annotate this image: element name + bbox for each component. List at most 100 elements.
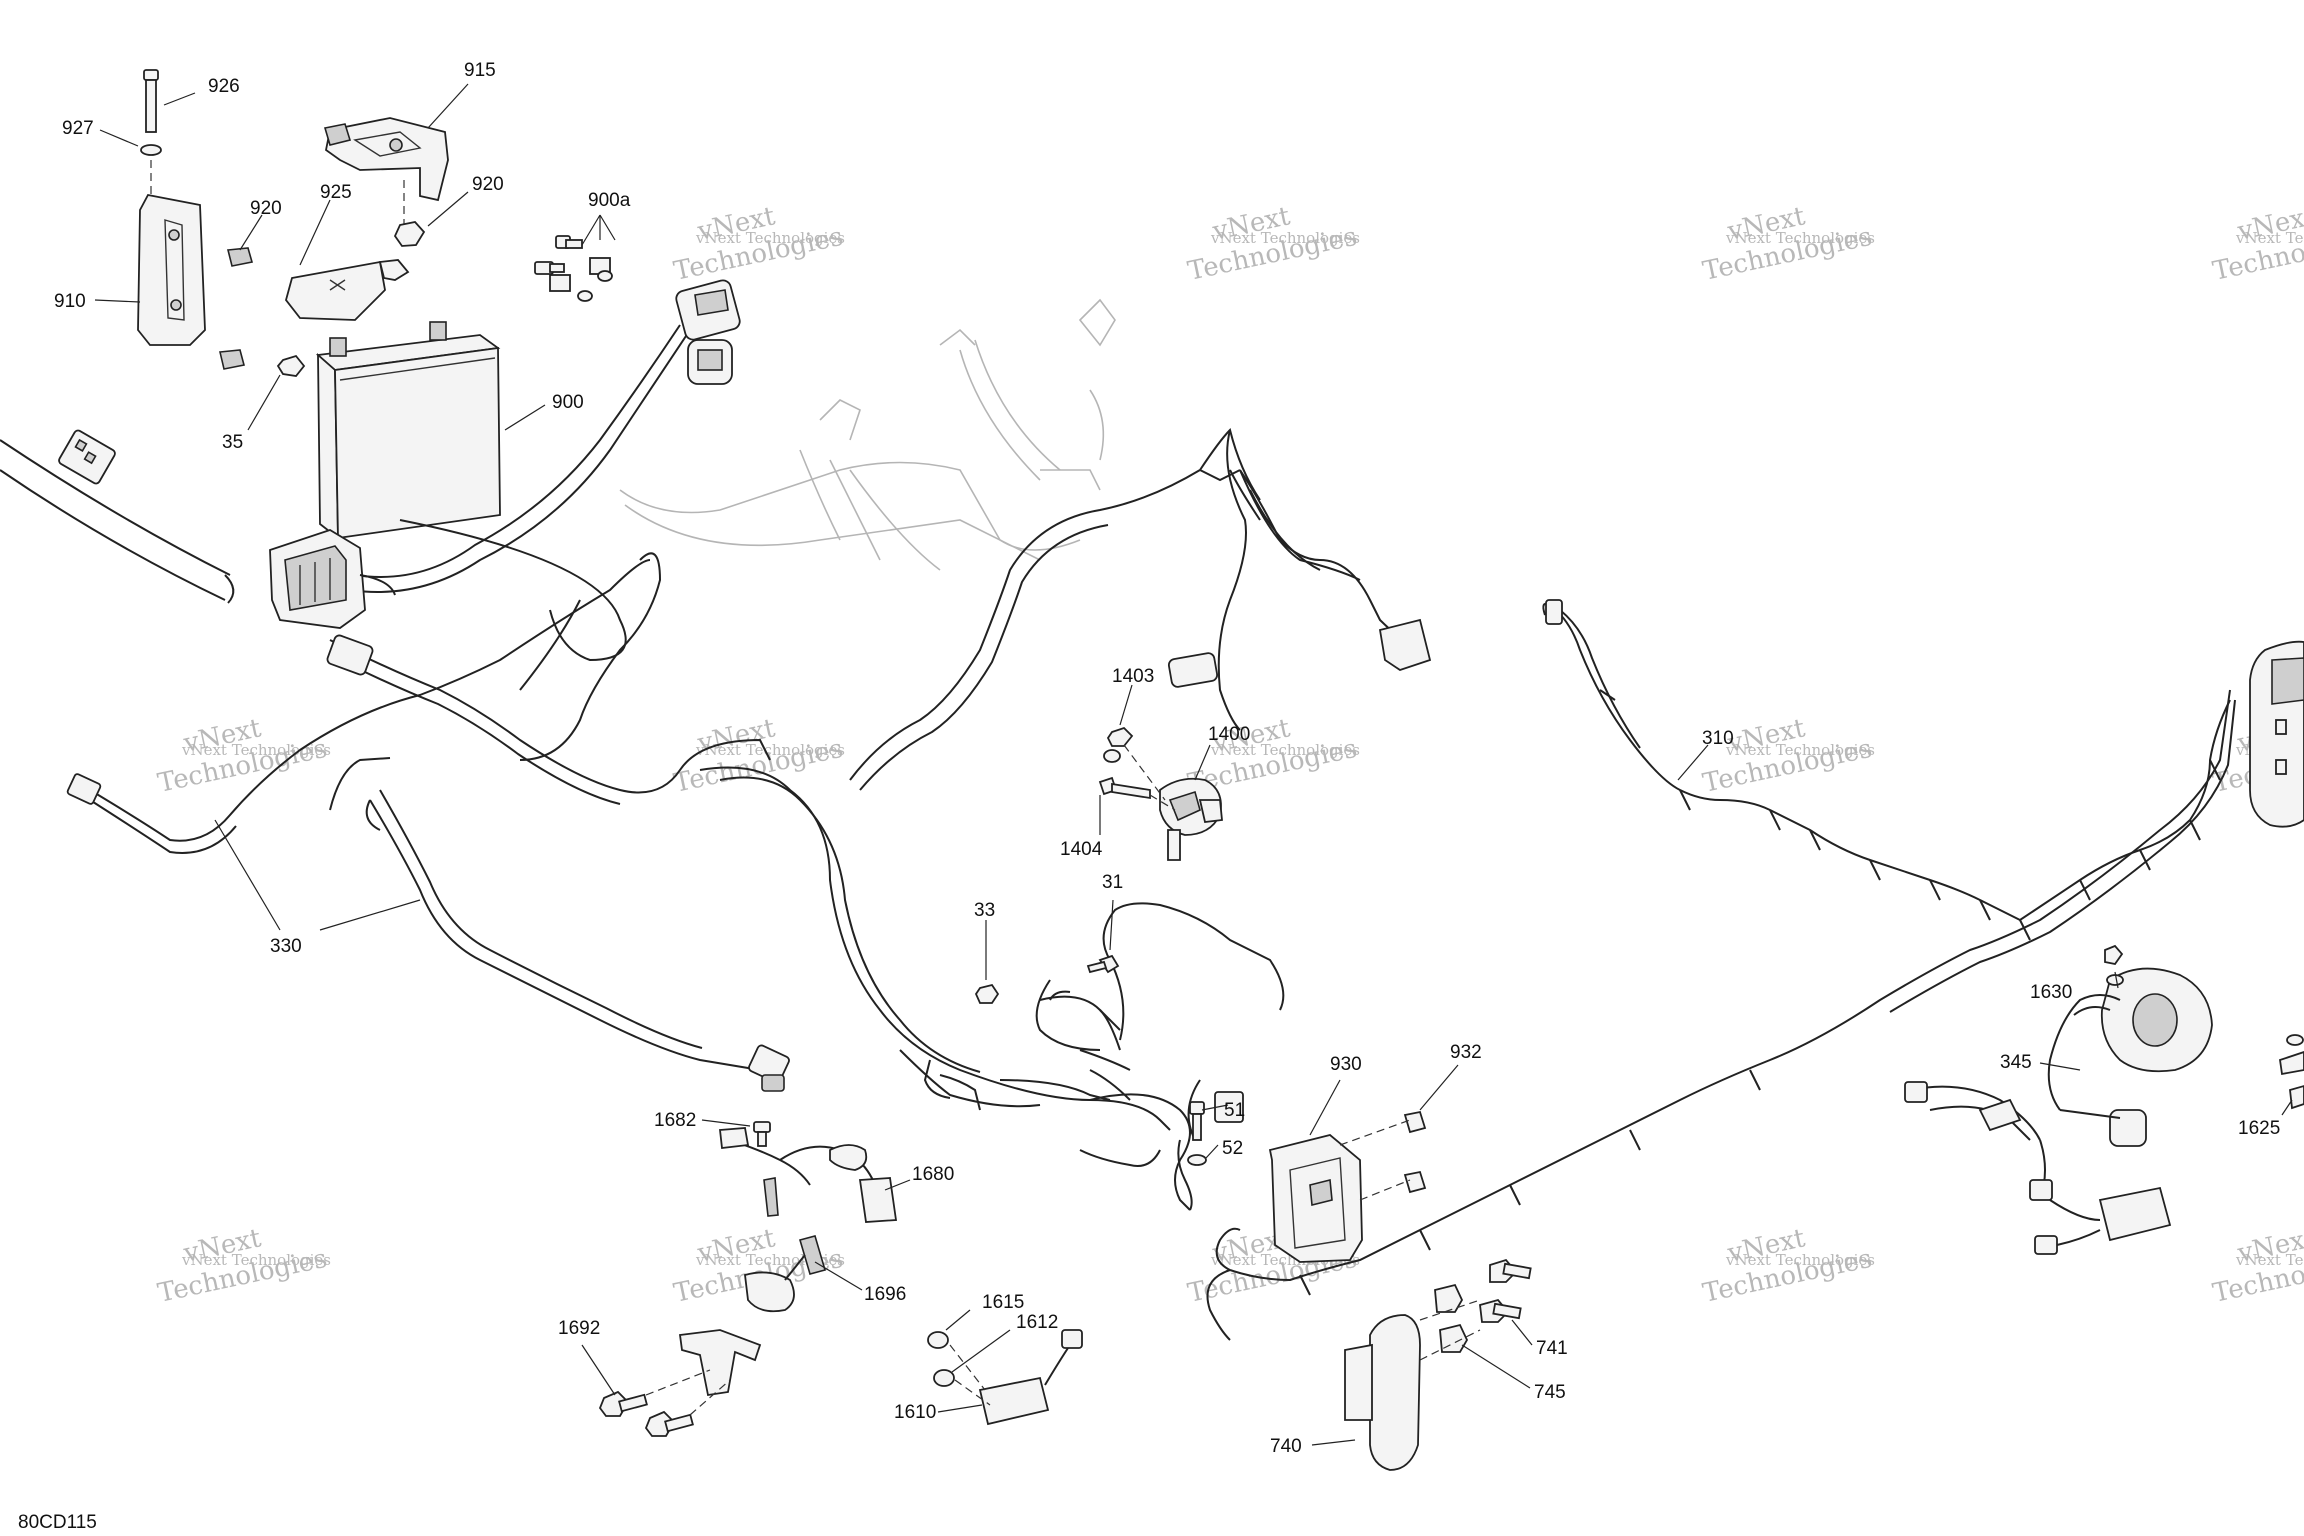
reflector-740 [1344,1314,1421,1471]
sensor-1680 [719,1127,898,1223]
bolt [644,1410,694,1437]
cover-925 [285,260,386,321]
connector [66,773,102,805]
callout-1615: 1615 [982,1292,1024,1313]
callout-31: 31 [1102,872,1123,893]
svg-text:vNext Technologies: vNext Technologies [695,741,845,759]
connector [2029,1179,2053,1201]
svg-text:vNext Technologies: vNext Technologies [181,1251,331,1269]
grommet-932 [1403,1110,1427,1194]
bolt [598,1390,648,1417]
module-930 [1268,1134,1363,1263]
holddown-915 [325,117,449,202]
connector [1904,1081,1928,1103]
main-harness-sheath [0,429,235,604]
harness-connector [675,279,741,341]
callout-51: 51 [1224,1100,1245,1121]
battery-900 [315,321,501,540]
nut-1630 [2104,944,2124,986]
bolt-1404 [1098,776,1151,800]
callout-1625: 1625 [2238,1118,2280,1139]
module-1610 [978,1329,1083,1426]
watermark: vNext vNext Technologies Technologies [1700,713,1875,799]
sensor-1696 [744,1235,826,1313]
bolt-1625 [2279,1034,2304,1110]
connector [326,634,374,676]
bolt-1403 [1103,726,1134,763]
callout-932: 932 [1450,1042,1482,1063]
callout-915: 915 [464,60,496,81]
harness-310 [1542,599,2231,941]
watermark: vNext vNext Technologies Technologies [2210,201,2304,287]
washer-927 [140,144,162,156]
bolt-31 [1086,954,1120,974]
callout-740: 740 [1270,1436,1302,1457]
callout-1680: 1680 [912,1164,954,1185]
terminal-screws-900a [534,235,613,302]
callout-330: 330 [270,936,302,957]
callout-1610: 1610 [894,1402,936,1423]
callout-930: 930 [1330,1054,1362,1075]
svg-text:vNext Technologies: vNext Technologies [1210,741,1360,759]
grommet-920 [226,247,254,267]
callout-1400: 1400 [1208,724,1250,745]
svg-text:vNext Technologies: vNext Technologies [1725,229,1875,247]
ecu-connector [269,529,396,629]
connector [1545,599,1563,625]
callout-1404: 1404 [1060,839,1103,860]
callout-920: 920 [472,174,504,195]
watermark: vNext vNext Technologies Technologies [1185,201,1360,287]
svg-text:vNext Technologies: vNext Technologies [2235,1251,2304,1269]
svg-text:vNext Technologies: vNext Technologies [1210,229,1360,247]
callout-310: 310 [1702,728,1734,749]
callout-345: 345 [2000,1052,2032,1073]
callout-35: 35 [222,432,243,453]
connector [748,1044,790,1092]
sheath-connector [58,429,116,485]
module [2098,1186,2172,1242]
callout-1696: 1696 [864,1284,906,1305]
callout-745: 745 [1534,1382,1566,1403]
bolt-51 [1189,1101,1205,1141]
callout-1682: 1682 [654,1110,696,1131]
callout-1403: 1403 [1112,666,1154,687]
watermark: vNext vNext Technologies Technologies [1700,201,1875,287]
callout-33: 33 [974,900,995,921]
center-harness [699,428,1432,1211]
washer-52 [1187,1154,1207,1166]
harness-rear [1206,689,2236,1341]
callout-52: 52 [1222,1138,1243,1159]
callouts: 926 927 915 920 920 925 910 900a 900 35 … [54,60,2280,1457]
bolt-926 [143,69,159,133]
watermark: vNext vNext Technologies Technologies [671,713,846,799]
callout-926: 926 [208,76,240,97]
leader-lines [94,83,2293,1446]
battery-assembly [137,69,501,540]
harness-connector [687,339,733,385]
callout-900a: 900a [588,190,631,211]
bolt-741 [1479,1258,1532,1323]
callout-1692: 1692 [558,1318,600,1339]
sensor-harness [1904,1081,2172,1255]
nut-745 [1434,1283,1469,1353]
callout-927: 927 [62,118,94,139]
bracket-1692 [678,1329,762,1397]
grommet [219,349,245,370]
diagram-reference: 80CD115 [18,1512,97,1533]
callout-910: 910 [54,291,86,312]
callout-741: 741 [1536,1338,1568,1359]
nut-35 [276,354,306,377]
svg-text:vNext Technologies: vNext Technologies [2235,229,2304,247]
watermark: vNext vNext Technologies Technologies [671,201,846,287]
nut-33 [974,983,1000,1004]
callout-1630: 1630 [2030,982,2072,1003]
svg-text:vNext Technologies: vNext Technologies [1725,1251,1875,1269]
watermark: vNext vNext Technologies Technologies [155,1223,331,1309]
callout-1612: 1612 [1016,1312,1058,1333]
watermark: vNext vNext Technologies Technologies [2210,1223,2304,1309]
ghost-frame [619,298,1116,571]
grommet-1615 [927,1331,955,1387]
connector [1378,618,1432,671]
watermark: vNext vNext Technologies Technologies [1700,1223,1875,1309]
